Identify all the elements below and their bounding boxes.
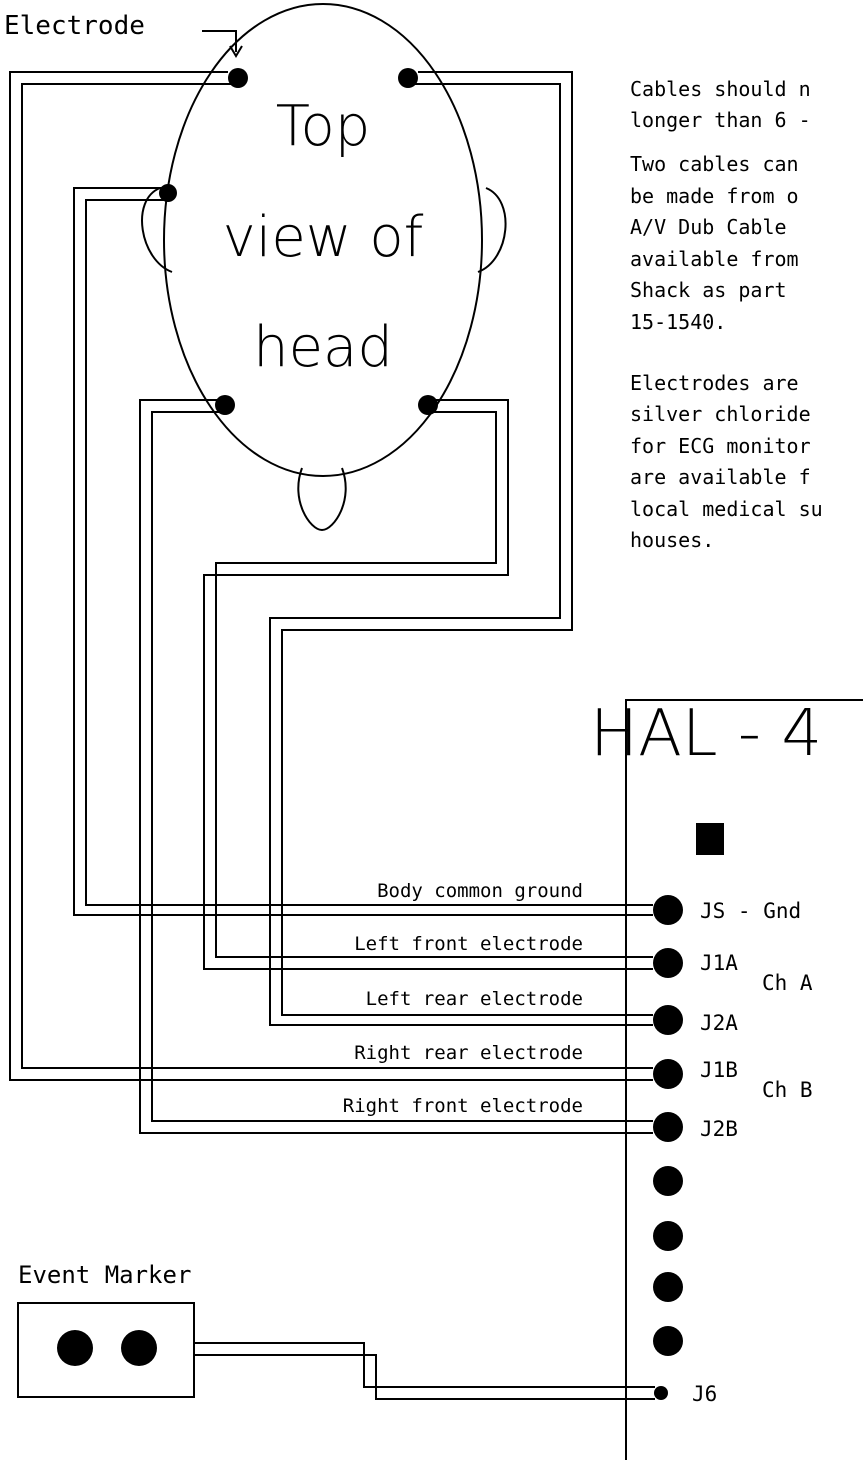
jack-spare-3	[653, 1272, 683, 1302]
note-line: silver chloride	[630, 402, 811, 426]
label-left-rear-electrode: Left rear electrode	[366, 988, 583, 1010]
head-outline	[163, 3, 483, 477]
electrode-left-rear	[215, 395, 235, 415]
event-marker-label: Event Marker	[18, 1261, 191, 1289]
label-left-front-electrode: Left front electrode	[354, 933, 583, 955]
electrode-right-rear	[418, 395, 438, 415]
cable-left-rear-inner	[151, 411, 653, 1122]
jack-j2a	[653, 1005, 683, 1035]
jack-label-j1b: J1B	[700, 1058, 738, 1082]
electrode-arrow-shaft	[202, 30, 237, 52]
electrode-arrow-head	[229, 45, 243, 58]
note-line: for ECG monitor	[630, 434, 811, 458]
jack-spare-1	[653, 1166, 683, 1196]
electrode-right-front	[398, 68, 418, 88]
note-line: longer than 6 -	[630, 108, 811, 132]
cable-right-front-inner	[269, 83, 653, 1026]
jack-label-j6: J6	[692, 1382, 717, 1406]
cable-left-rear-outer	[139, 399, 653, 1134]
note-line: are available f	[630, 465, 811, 489]
note-line: 15-1540.	[630, 310, 726, 334]
jack-spare-4	[653, 1326, 683, 1356]
notes-paragraph-1: Cables should n longer than 6 -	[630, 77, 811, 132]
label-right-rear-electrode: Right rear electrode	[354, 1042, 583, 1064]
label-right-front-electrode: Right front electrode	[343, 1095, 583, 1117]
jack-label-j2a: J2A	[700, 1011, 738, 1035]
device-indicator-square	[696, 823, 724, 855]
channel-b-label: Ch B	[762, 1078, 813, 1102]
jack-j2b	[653, 1112, 683, 1142]
cable-ground-inner	[85, 199, 653, 906]
note-line: available from	[630, 247, 799, 271]
note-line: be made from o	[630, 184, 799, 208]
jack-j1a	[653, 948, 683, 978]
event-marker-button-1	[57, 1330, 93, 1366]
cable-ground-outer	[73, 187, 653, 916]
head-text-head: head	[253, 315, 393, 380]
note-line: Shack as part	[630, 278, 787, 302]
jack-spare-2	[653, 1221, 683, 1251]
right-ear	[477, 187, 507, 273]
jack-label-j1a: J1A	[700, 951, 738, 975]
notes-paragraph-3: Electrodes are silver chloride for ECG m…	[630, 371, 823, 552]
jack-j6	[654, 1386, 668, 1400]
event-marker-cable-inner	[194, 1354, 655, 1400]
cable-left-front-inner	[21, 83, 653, 1069]
note-line: Cables should n	[630, 77, 811, 101]
note-line: local medical su	[630, 497, 823, 521]
cable-right-front-outer	[281, 71, 653, 1016]
channel-a-label: Ch A	[762, 971, 813, 995]
event-marker-cable-outer	[194, 1342, 655, 1388]
jack-label-j2b: J2B	[700, 1117, 738, 1141]
note-line: houses.	[630, 528, 714, 552]
note-line: A/V Dub Cable	[630, 215, 787, 239]
event-marker-button-2	[121, 1330, 157, 1366]
cable-left-front-outer	[9, 71, 653, 1081]
event-marker-box	[17, 1302, 195, 1398]
jack-label-js: JS - Gnd	[700, 899, 801, 923]
device-box	[625, 699, 863, 1460]
notes-paragraph-2: Two cables can be made from o A/V Dub Ca…	[630, 152, 799, 334]
head-text-top: Top	[276, 94, 371, 159]
label-body-common-ground: Body common ground	[377, 880, 583, 902]
cable-right-rear-inner	[215, 411, 653, 958]
note-line: Two cables can	[630, 152, 799, 176]
note-line: Electrodes are	[630, 371, 799, 395]
device-title: HAL - 4	[590, 697, 822, 771]
jack-j1b	[653, 1059, 683, 1089]
jack-js	[653, 895, 683, 925]
neck	[297, 467, 347, 532]
head-text-view-of: view of	[223, 205, 424, 270]
electrode-label: Electrode	[4, 11, 145, 41]
cable-right-rear-outer	[203, 399, 653, 970]
left-ear	[141, 187, 173, 273]
